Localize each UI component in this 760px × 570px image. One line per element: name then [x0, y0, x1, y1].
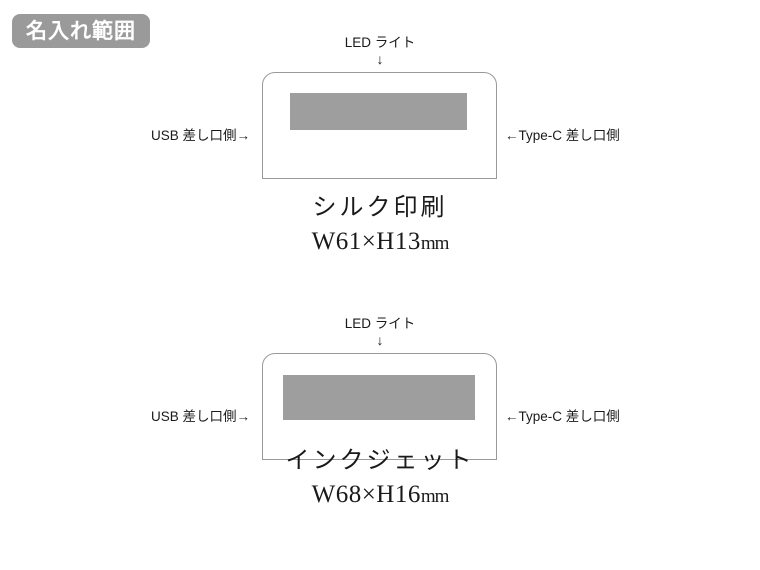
device-outline-inkjet: [262, 353, 497, 460]
print-area-rectangle-silk: [290, 93, 467, 130]
caption-inkjet: インクジェット W68×H16mm: [0, 445, 760, 513]
caption-dimensions-value-silk: W61×H13: [311, 228, 421, 255]
device-outline-silk: [262, 72, 497, 179]
caption-dimensions-unit-silk: mm: [420, 233, 450, 254]
caption-dimensions-value-inkjet: W68×H16: [311, 481, 421, 508]
usb-port-side-label-inkjet: USB 差し口側→: [150, 409, 250, 424]
down-arrow-icon-inkjet: ↓: [376, 332, 384, 348]
caption-method-name-inkjet: インクジェット: [285, 448, 475, 474]
led-light-label-inkjet: LED ライト: [344, 316, 416, 331]
caption-silk: シルク印刷 W61×H13mm: [0, 192, 760, 260]
print-area-rectangle-inkjet: [283, 375, 475, 420]
caption-dimensions-unit-inkjet: mm: [420, 486, 450, 507]
print-area-badge: 名入れ範囲: [12, 14, 150, 48]
print-area-badge-label: 名入れ範囲: [26, 19, 136, 43]
led-light-label-silk: LED ライト: [344, 35, 416, 50]
usb-port-side-label-silk: USB 差し口側→: [150, 128, 250, 143]
typec-port-side-label-silk: ←Type-C 差し口側: [505, 128, 620, 143]
led-light-annotation-silk: LED ライト ↓: [0, 34, 760, 66]
caption-dimensions-silk: W61×H13mm: [0, 225, 760, 260]
caption-method-name-silk: シルク印刷: [312, 195, 448, 221]
down-arrow-icon-silk: ↓: [376, 51, 384, 67]
typec-port-side-label-inkjet: ←Type-C 差し口側: [505, 409, 620, 424]
led-light-annotation-inkjet: LED ライト ↓: [0, 315, 760, 347]
caption-dimensions-inkjet: W68×H16mm: [0, 478, 760, 513]
